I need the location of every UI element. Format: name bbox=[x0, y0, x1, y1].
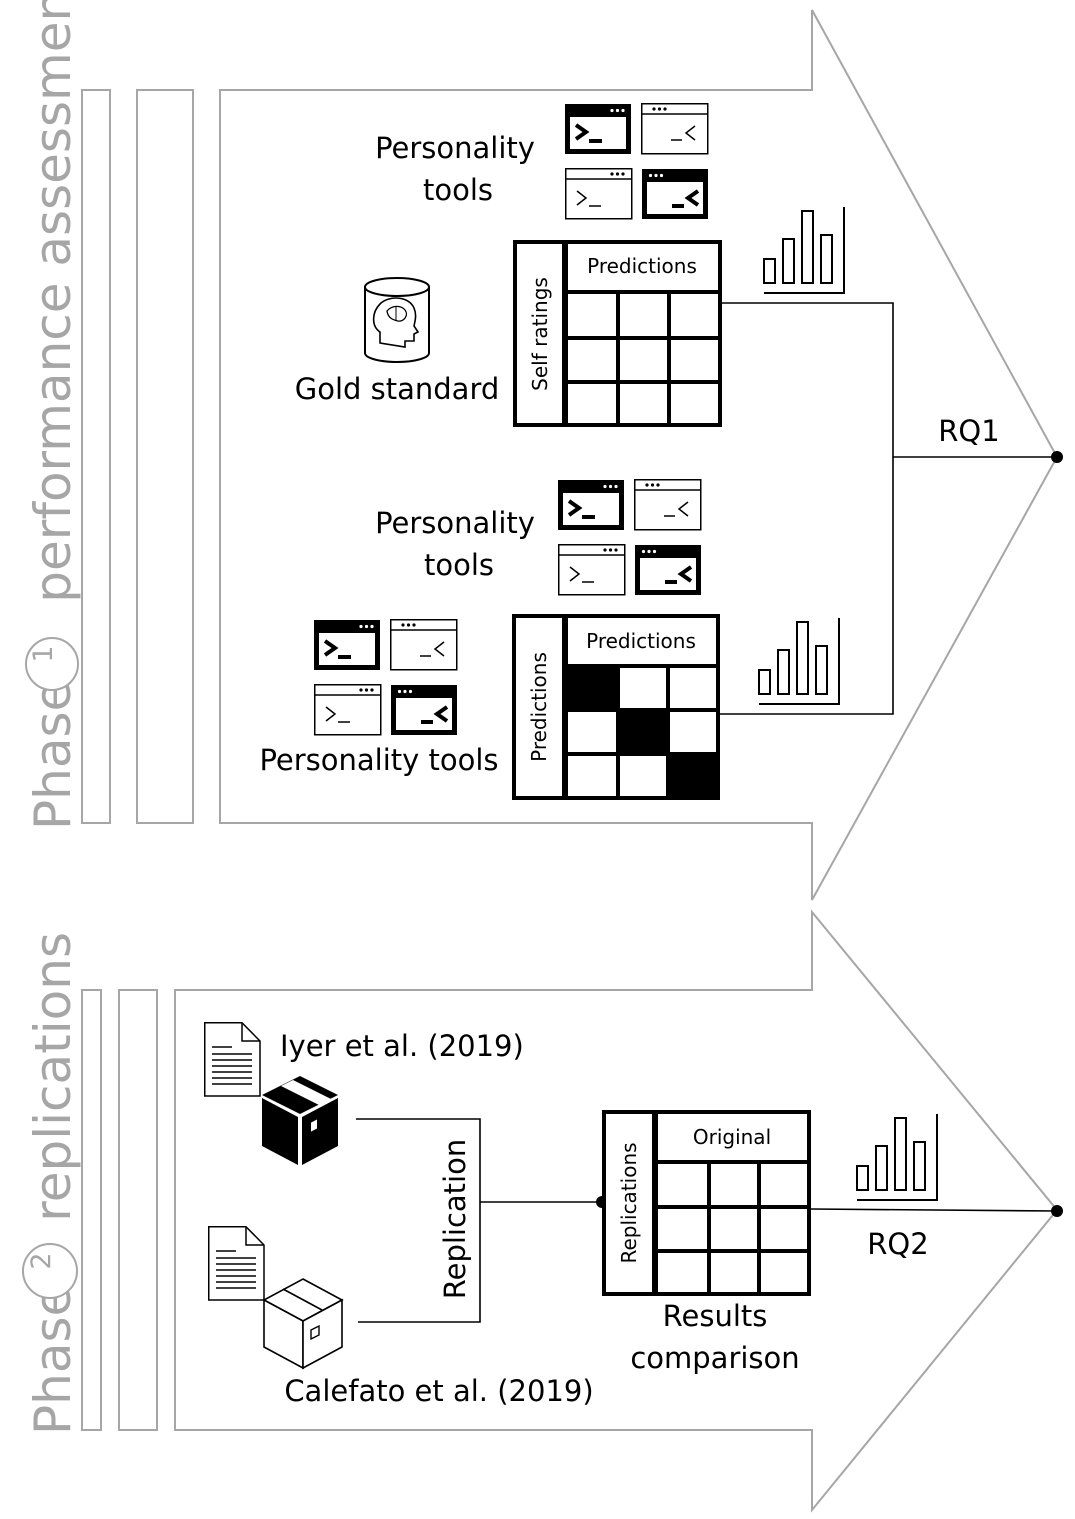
connector-matrix2-rq1 bbox=[720, 457, 894, 715]
phase1-stripe-outer bbox=[81, 89, 111, 824]
package-box-icon bbox=[262, 1076, 338, 1165]
document-icon bbox=[208, 1226, 265, 1301]
phase2-arrow-shape bbox=[174, 909, 1059, 1513]
rq1-endpoint bbox=[1051, 451, 1063, 463]
matrix2-side-label: Predictions bbox=[527, 652, 551, 762]
phase2-stripe-inner bbox=[118, 989, 158, 1431]
terminal-window-icon bbox=[640, 167, 710, 221]
terminal-window-icon bbox=[558, 544, 626, 596]
phase2-stripe-outer bbox=[81, 989, 102, 1431]
terminal-window-icon bbox=[563, 102, 633, 156]
terminal-window-icon bbox=[314, 684, 382, 736]
bar-chart-icon bbox=[763, 206, 845, 294]
tools-label-c: Personality tools bbox=[259, 743, 498, 777]
paper2-label: Calefato et al. (2019) bbox=[284, 1374, 593, 1408]
tools-label-a-line1: Personality bbox=[375, 131, 535, 165]
package-box-icon bbox=[262, 1278, 344, 1370]
phase2-number: 2 bbox=[26, 1252, 57, 1269]
connector-matrix-rq2 bbox=[810, 1208, 1058, 1212]
rq1-label: RQ1 bbox=[938, 414, 999, 448]
phase1-block: Phaseperformance assessment 1 Personalit… bbox=[24, 0, 1063, 901]
matrix2-top-label: Predictions bbox=[586, 629, 696, 653]
phase2-block: Phasereplications 2 Iyer et al. (2019) C… bbox=[22, 909, 1063, 1513]
phase1-heading: Phaseperformance assessment bbox=[24, 0, 82, 830]
phase2-number-badge bbox=[22, 1243, 78, 1299]
terminal-window-icon bbox=[556, 478, 626, 532]
replication-label: Replication bbox=[438, 1139, 472, 1299]
replication-bracket bbox=[356, 1118, 481, 1323]
document-icon bbox=[204, 1022, 261, 1097]
tools-label-b-line1: Personality bbox=[375, 506, 535, 540]
database-brain-icon bbox=[364, 277, 430, 363]
matrix-self-ratings-vs-predictions bbox=[513, 240, 722, 427]
terminal-window-icon bbox=[390, 619, 458, 671]
phase1-number-badge bbox=[25, 637, 79, 691]
phase2-heading: Phasereplications bbox=[24, 932, 82, 1435]
phase1-arrow-shape bbox=[219, 9, 1059, 901]
matrix1-top-label: Predictions bbox=[587, 254, 697, 278]
terminal-window-icon bbox=[565, 168, 633, 220]
bar-chart-icon bbox=[856, 1113, 938, 1201]
paper1-label: Iyer et al. (2019) bbox=[280, 1029, 524, 1063]
rq2-endpoint bbox=[1051, 1205, 1063, 1217]
phase1-number: 1 bbox=[28, 645, 59, 662]
bar-chart-icon bbox=[758, 617, 840, 705]
connector-matrix1-rq1 bbox=[722, 302, 1057, 458]
matrix1-side-label: Self ratings bbox=[528, 277, 552, 391]
terminal-window-icon bbox=[389, 683, 459, 737]
results-label-line2: comparison bbox=[630, 1341, 799, 1375]
matrix3-top-label: Original bbox=[693, 1125, 771, 1149]
matrix3-side-label: Replications bbox=[617, 1142, 641, 1263]
terminal-window-icon bbox=[633, 543, 703, 597]
rq2-label: RQ2 bbox=[867, 1227, 928, 1261]
terminal-window-icon bbox=[312, 618, 382, 672]
matrix-predictions-vs-predictions bbox=[512, 614, 720, 800]
gold-standard-label: Gold standard bbox=[295, 372, 500, 406]
tools-label-b-line2: tools bbox=[424, 548, 494, 582]
matrix-replications-vs-original bbox=[602, 1110, 811, 1296]
terminal-window-icon bbox=[634, 479, 702, 531]
tools-label-a-line2: tools bbox=[423, 173, 493, 207]
results-label-line1: Results bbox=[663, 1299, 768, 1333]
terminal-window-icon bbox=[641, 103, 709, 155]
phase1-stripe-inner bbox=[136, 89, 194, 824]
